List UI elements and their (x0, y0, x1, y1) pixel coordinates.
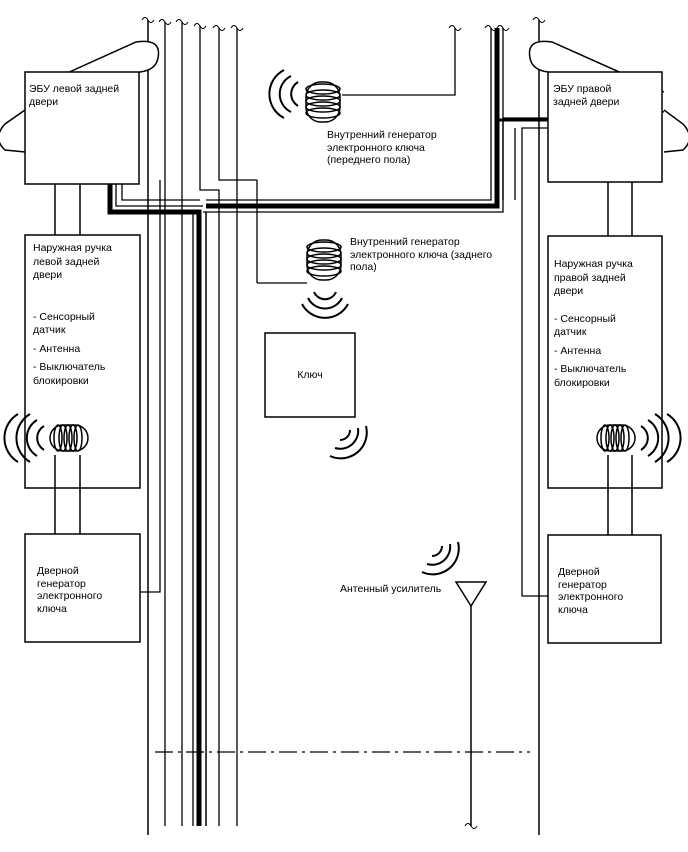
key-wave-icon (329, 425, 368, 460)
right-handle-coil-icon (596, 424, 636, 452)
door-gen-left-box (24, 533, 141, 643)
amp-wave-icon (421, 541, 460, 576)
rear-interior-coil-icon (306, 239, 342, 281)
handle-right-item-antenna: - Антенна (554, 344, 602, 357)
harness-wires (140, 22, 548, 826)
right-handle-wave-icon (640, 413, 682, 463)
handle-left-title: Наружная ручка левой задней двери (33, 242, 112, 281)
interior-front-label: Внутренний генератор электронного ключа … (327, 129, 437, 166)
handle-right-label: Наружная ручка правой задней двери - Сен… (554, 258, 633, 390)
key-box (264, 332, 356, 418)
handle-right-item-lock-switch: - Выключатель блокировки (554, 363, 627, 389)
antenna-amplifier-label: Антенный усилитель (340, 583, 442, 595)
break-marks (141, 17, 546, 31)
left-handle-wave-icon (3, 413, 45, 463)
handle-right-item-sensor: - Сенсорный датчик (554, 312, 616, 339)
door-gen-right-label: Дверной генератор электронного ключа (558, 566, 624, 616)
handle-left-item-lock-switch: - Выключатель блокировки (33, 361, 106, 387)
door-gen-left-label: Дверной генератор электронного ключа (37, 565, 103, 615)
body-outline (147, 20, 540, 835)
front-interior-wave-icon (268, 69, 299, 119)
antenna-amplifier-icon (454, 581, 488, 829)
interior-rear-label: Внутренний генератор электронного ключа … (350, 236, 493, 273)
handle-right-title: Наружная ручка правой задней двери (554, 258, 633, 297)
left-handle-coil-icon (49, 424, 89, 452)
handle-left-item-sensor: - Сенсорный датчик (33, 310, 95, 337)
rear-interior-wave-icon (301, 291, 349, 319)
handle-left-label: Наружная ручка левой задней двери - Сенс… (33, 242, 112, 388)
key-label: Ключ (297, 369, 323, 381)
door-gen-right-box (547, 534, 662, 644)
ecu-right-label: ЭБУ правой задней двери (553, 83, 620, 108)
ecu-left-label: ЭБУ левой задней двери (29, 83, 120, 108)
thick-harness (107, 28, 548, 826)
handle-left-item-antenna: - Антенна (33, 342, 81, 355)
front-interior-coil-icon (305, 81, 341, 123)
ecu-left-box (24, 71, 140, 185)
ecu-right-box (547, 71, 663, 183)
